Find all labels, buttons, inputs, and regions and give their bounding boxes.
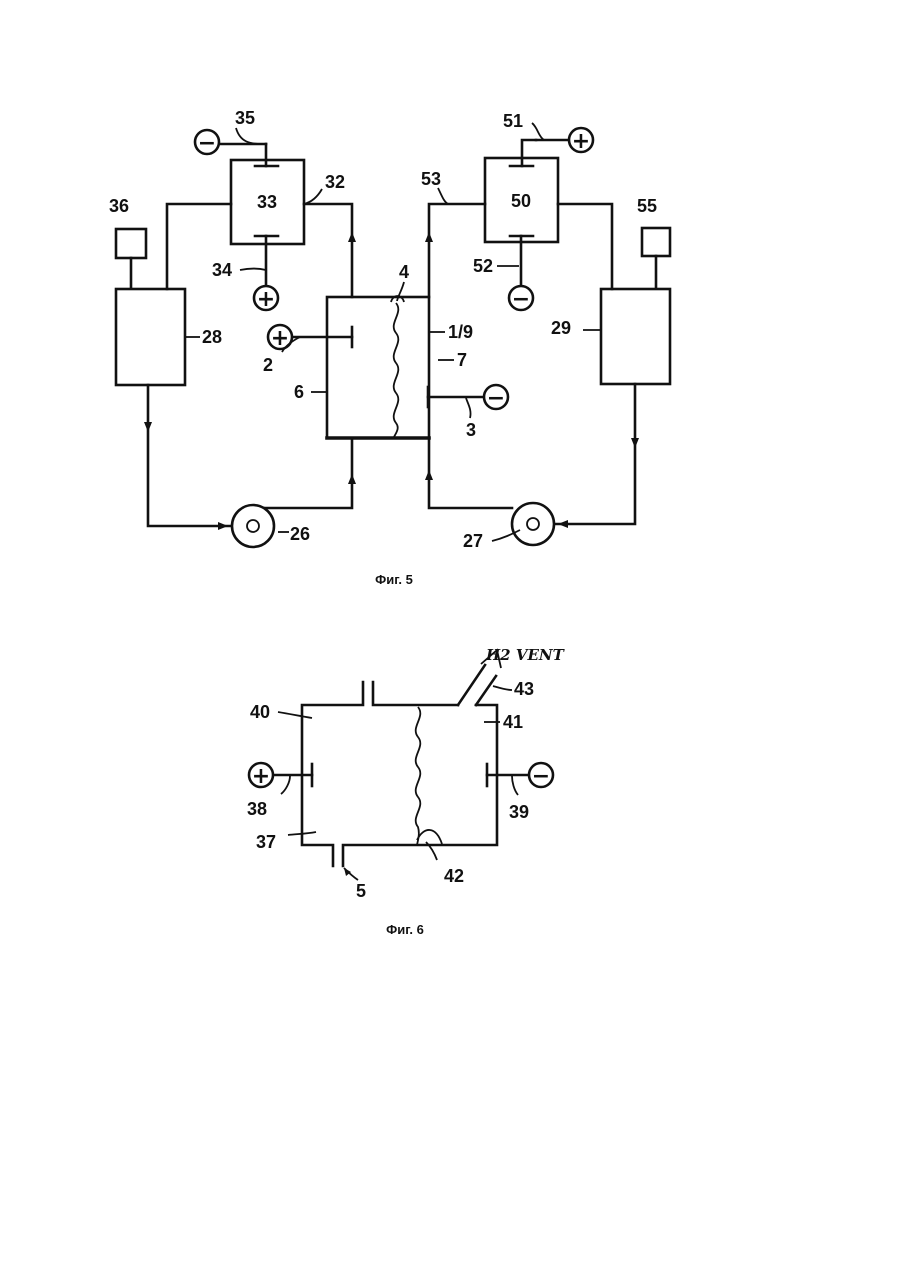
box-55 <box>642 228 670 256</box>
label-5: 5 <box>356 881 366 901</box>
flow-arrow <box>218 522 228 530</box>
pump-27 <box>512 503 554 545</box>
label-35: 35 <box>235 108 255 128</box>
label-55: 55 <box>637 196 657 216</box>
flow-arrow <box>425 232 433 242</box>
plus-sign: + <box>252 764 270 789</box>
leader-38 <box>281 776 290 794</box>
label-29: 29 <box>551 318 571 338</box>
label-39: 39 <box>509 802 529 822</box>
label-43: 43 <box>514 679 534 699</box>
membrane-42 <box>416 707 421 845</box>
minus-sign: − <box>198 131 216 156</box>
leader-35 <box>236 128 262 144</box>
vessel-top-right <box>373 682 458 705</box>
flow-arrow <box>558 520 568 528</box>
line-pump-27-to-cell <box>429 438 512 508</box>
leader-32 <box>304 189 322 204</box>
label-51: 51 <box>503 111 523 131</box>
flow-arrow <box>348 232 356 242</box>
label-32: 32 <box>325 172 345 192</box>
label-53: 53 <box>421 169 441 189</box>
label-50: 50 <box>511 191 531 211</box>
label-6: 6 <box>294 382 304 402</box>
label-26: 26 <box>290 524 310 544</box>
leader-39 <box>512 776 518 795</box>
leader-43 <box>493 686 512 690</box>
figure-6: + − H2 VENT 40 41 43 38 39 37 42 5 Фиг. … <box>247 646 566 937</box>
membrane-42-hook <box>417 830 442 844</box>
box-36 <box>116 229 146 258</box>
line-29-to-pump-27 <box>555 384 635 524</box>
label-34: 34 <box>212 260 232 280</box>
flow-arrow <box>348 474 356 484</box>
label-36: 36 <box>109 196 129 216</box>
flow-arrow <box>631 438 639 448</box>
minus-sign: − <box>532 764 550 789</box>
label-28: 28 <box>202 327 222 347</box>
flow-arrow <box>425 470 433 480</box>
central-cell <box>327 297 429 438</box>
label-37: 37 <box>256 832 276 852</box>
line-50-to-29 <box>558 204 612 289</box>
label-3: 3 <box>466 420 476 440</box>
plus-sign: + <box>572 129 590 154</box>
label-33: 33 <box>257 192 277 212</box>
label-40: 40 <box>250 702 270 722</box>
figure-5: + − − + <box>109 108 670 587</box>
minus-sign: − <box>487 386 505 411</box>
label-41: 41 <box>503 712 523 732</box>
minus-sign: − <box>512 287 530 312</box>
line-28-to-pump-26 <box>148 385 232 526</box>
figure-6-caption: Фиг. 6 <box>386 922 424 937</box>
label-52: 52 <box>473 256 493 276</box>
label-1-9: 1/9 <box>448 322 473 342</box>
leader-40 <box>278 712 312 718</box>
leader-34 <box>240 269 266 271</box>
label-42: 42 <box>444 866 464 886</box>
leader-51 <box>532 123 544 140</box>
label-4: 4 <box>399 262 409 282</box>
flow-arrow <box>144 422 152 432</box>
label-38: 38 <box>247 799 267 819</box>
leader-53 <box>438 188 448 204</box>
box-28 <box>116 289 185 385</box>
label-7: 7 <box>457 350 467 370</box>
line-pump-26-to-cell <box>255 438 352 508</box>
box-29 <box>601 289 670 384</box>
h2-vent-label: H2 VENT <box>485 646 566 664</box>
plus-sign: + <box>257 287 275 312</box>
leader-3 <box>466 398 471 418</box>
line-cell-to-50-53 <box>429 204 485 297</box>
vent-pipe-right <box>476 676 496 705</box>
label-27: 27 <box>463 531 483 551</box>
pump-26 <box>232 505 274 547</box>
line-33-to-cell-32 <box>304 204 352 297</box>
vessel-right-wall <box>343 705 497 866</box>
label-2: 2 <box>263 355 273 375</box>
figure-5-caption: Фиг. 5 <box>375 572 413 587</box>
